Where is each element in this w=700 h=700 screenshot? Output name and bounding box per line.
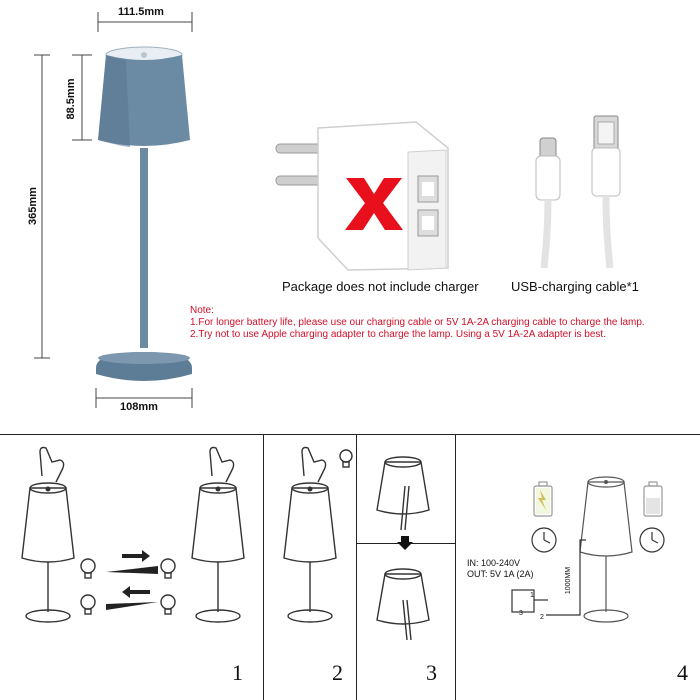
total-height-label: 365mm (27, 187, 39, 225)
step4-label-3: 3 (519, 610, 523, 617)
note-title: Note: (190, 305, 214, 316)
step4-charging-illustration (511, 476, 665, 623)
shade-width-label: 111.5mm (118, 6, 164, 18)
step2-number: 2 (332, 660, 343, 685)
base-width-label: 108mm (120, 401, 158, 413)
section-divider-horizontal (0, 434, 700, 435)
step3-assembly-illustration (376, 456, 430, 641)
cable-length-label: 1000MM (565, 566, 573, 595)
shade-height-label: 88.5mm (65, 78, 77, 120)
note-line-1: 1.For longer battery life, please use ou… (190, 317, 645, 328)
panel-divider-1 (263, 434, 264, 700)
step3-number: 3 (426, 660, 437, 685)
red-x-icon (345, 178, 403, 230)
charging-output-spec: OUT: 5V 1A (2A) (467, 569, 534, 579)
charger-caption: Package does not include charger (282, 279, 479, 294)
charging-input-spec: IN: 100-240V (467, 558, 521, 568)
cable-caption: USB-charging cable*1 (511, 279, 639, 294)
lamp-product-illustration (34, 12, 193, 408)
step1-number: 1 (232, 660, 243, 685)
step2-touch-switch-illustration (283, 446, 353, 623)
panel-divider-2 (356, 434, 357, 700)
charger-illustration (275, 121, 449, 271)
panel-divider-3 (455, 434, 456, 700)
step4-label-1: 1 (530, 592, 534, 599)
step1-touch-dimming-illustration (21, 446, 245, 623)
note-line-2: 2.Try not to use Apple charging adapter … (190, 329, 606, 340)
step4-number: 4 (677, 660, 688, 685)
step4-label-2: 2 (540, 614, 544, 621)
usb-cable-illustration (535, 115, 621, 269)
